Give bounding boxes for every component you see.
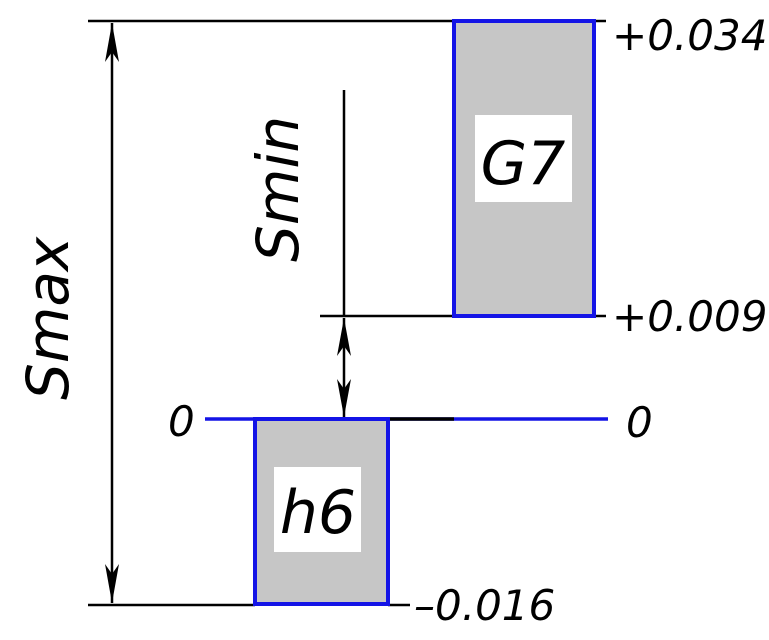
- g7-upper-deviation: +0.034: [612, 11, 767, 60]
- smax-label: Smax: [14, 236, 82, 400]
- smax-arrow-top: [105, 23, 119, 62]
- smin-label: Smin: [244, 116, 312, 262]
- h6-zone-label: h6: [280, 478, 356, 548]
- smin-arrow-top: [337, 318, 351, 356]
- smin-arrow-bottom: [337, 379, 351, 417]
- h6-label-background: [274, 467, 361, 552]
- h6-lower-deviation: –0.016: [414, 581, 555, 630]
- g7-lower-deviation: +0.009: [612, 292, 767, 341]
- g7-label-background: [475, 115, 572, 202]
- smax-arrow-bottom: [105, 564, 119, 603]
- zero-line-right-label: 0: [626, 398, 653, 447]
- zero-line-left-label: 0: [168, 397, 195, 446]
- g7-zone-label: G7: [481, 129, 566, 199]
